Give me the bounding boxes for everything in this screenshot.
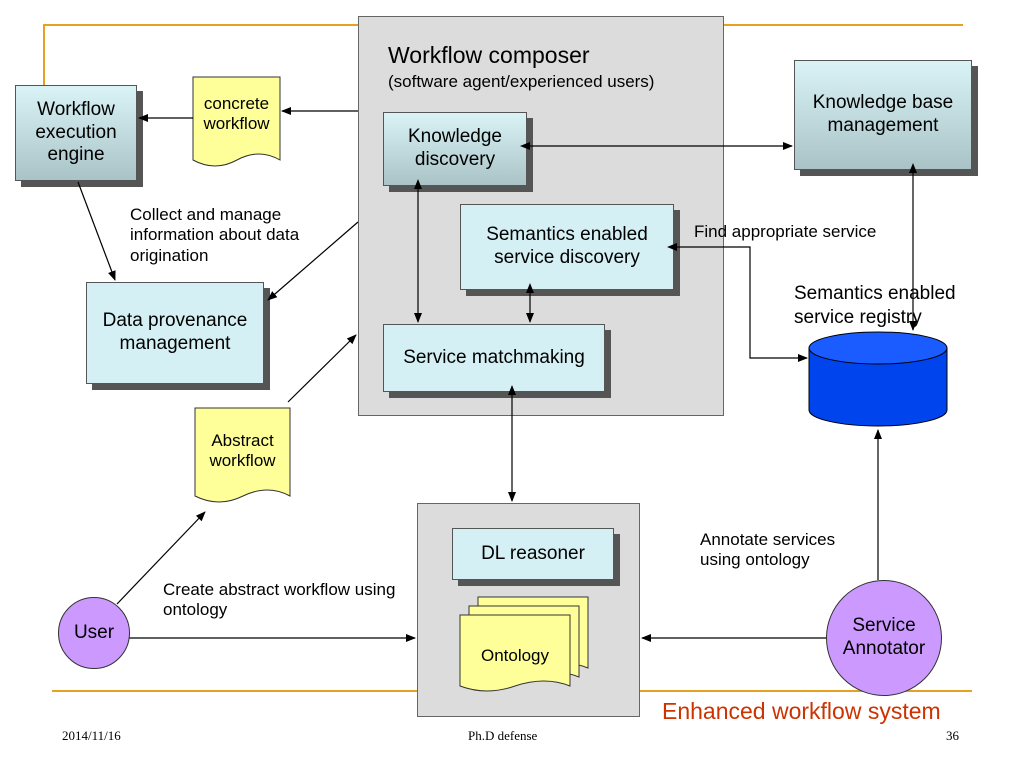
ontology-doc: Ontology	[480, 646, 550, 665]
knowledge-base-management-box: Knowledge base management	[794, 60, 972, 170]
concrete-workflow-doc: concrete workflow	[203, 94, 270, 134]
workflow-execution-engine-box: Workflow execution engine	[15, 85, 137, 181]
abstract-workflow-doc-shape	[194, 407, 291, 503]
abstract-workflow-doc: Abstract workflow	[209, 431, 276, 471]
service-matchmaking-box: Service matchmaking	[383, 324, 605, 392]
ontology-page-front	[459, 614, 571, 692]
footer-page-number: 36	[946, 728, 959, 743]
dl-reasoner-box: DL reasoner	[452, 528, 614, 580]
footer-date: 2014/11/16	[62, 728, 121, 743]
slide-title: Enhanced workflow system	[662, 698, 941, 724]
arrow-engine-to-provenance	[77, 181, 116, 281]
service-registry-label: Semantics enabled service registry	[794, 283, 956, 328]
collect-info-annotation: Collect and manage information about dat…	[130, 205, 300, 265]
user-actor: User	[58, 597, 130, 669]
annotate-services-annotation: Annotate services using ontology	[700, 530, 836, 570]
knowledge-discovery-box: Knowledge discovery	[383, 112, 527, 186]
arrow-abstract-composer	[287, 334, 357, 403]
arrow-composer-to-provenance	[267, 221, 359, 301]
arrow-sd-registry	[667, 243, 808, 362]
arrow-user-abstract	[116, 511, 206, 605]
top-accent-line-drop	[43, 24, 45, 86]
create-abstract-annotation: Create abstract workflow using ontology	[163, 580, 396, 620]
semantics-service-discovery-box: Semantics enabled service discovery	[460, 204, 674, 290]
service-annotator-actor: Service Annotator	[826, 580, 942, 696]
data-provenance-management-box: Data provenance management	[86, 282, 264, 384]
composer-subtitle: (software agent/experienced users)	[388, 72, 655, 91]
service-registry-cylinder	[808, 331, 948, 427]
concrete-workflow-doc-shape	[192, 76, 281, 167]
composer-title: Workflow composer	[388, 42, 590, 68]
footer-center: Ph.D defense	[468, 728, 538, 743]
find-service-annotation: Find appropriate service	[694, 222, 877, 241]
